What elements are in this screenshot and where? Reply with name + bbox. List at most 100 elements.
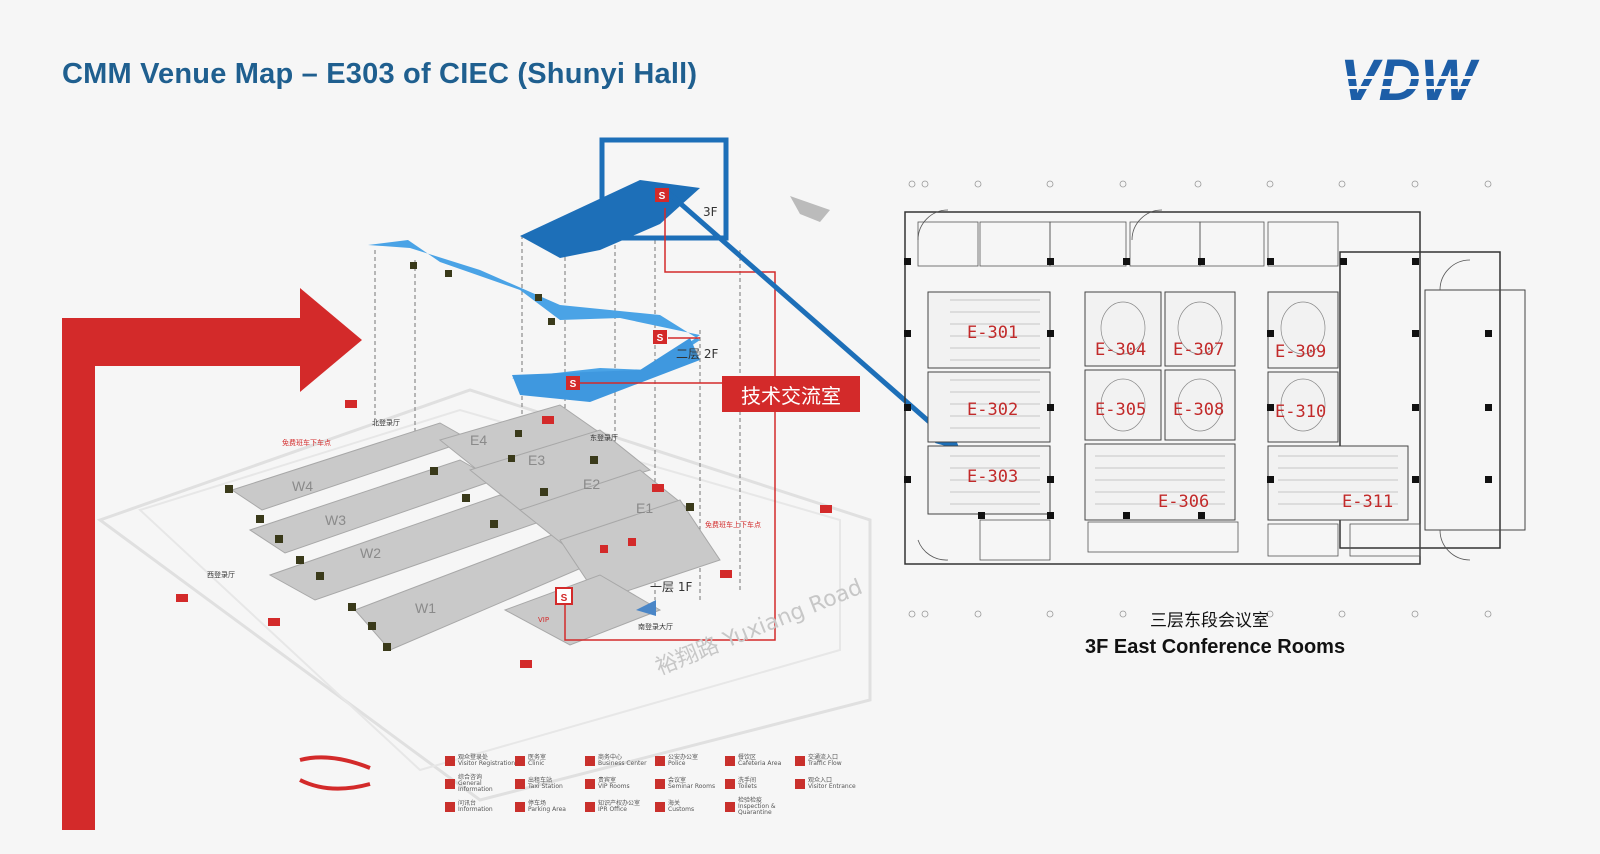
room-e307: E-307 [1173, 340, 1225, 360]
floor-label-2f: 二层 2F [676, 347, 719, 361]
legend-label-en: Cafeteria Area [738, 759, 782, 767]
service-markers [555, 188, 669, 605]
room-e308: E-308 [1173, 400, 1225, 420]
legend-label-cn: 商务中心 [598, 753, 623, 761]
legend-label-cn: 观众登录处 [458, 753, 489, 761]
service-marker-labels: S S S S [561, 191, 666, 604]
legend-label-cn: 知识产权办公室 [598, 799, 641, 807]
registration-icon [445, 755, 455, 766]
police-icon [655, 755, 665, 766]
legend-label-cn: 医务室 [528, 753, 547, 761]
traffic-icon [795, 755, 805, 766]
red-leader-lines [564, 208, 776, 641]
customs-icon [655, 801, 665, 812]
north-entrance-label: 北登录厅 [372, 419, 400, 427]
shuttle-station-label: 免费班车上下车点 [705, 521, 761, 529]
legend-label-en: VIP Rooms [598, 782, 630, 790]
room-e304: E-304 [1095, 340, 1147, 360]
legend-label-en: Toilets [738, 782, 757, 790]
south-entrance-label: 南登录大厅 [638, 623, 673, 631]
legend-label-cn: 洗手间 [738, 776, 757, 784]
logo-text: VDW [1340, 52, 1480, 108]
ipr-icon [585, 801, 595, 812]
page-title: CMM Venue Map – E303 of CIEC (Shunyi Hal… [62, 58, 698, 90]
service-marker-2f-b: S [570, 379, 577, 390]
service-marker-1f: S [561, 593, 568, 604]
north-airplane-icon [790, 196, 830, 222]
legend-label-cn: 贵宾室 [598, 776, 617, 784]
floor-plan-caption-cn: 三层东段会议室 [1150, 611, 1269, 631]
seminar-icon [655, 778, 665, 789]
clinic-icon [515, 755, 525, 766]
room-e302: E-302 [967, 400, 1019, 420]
room-e306: E-306 [1158, 492, 1210, 512]
east-entrance-label: 东登录厅 [590, 434, 618, 442]
ground-floor-halls [230, 404, 721, 651]
red-direction-arrow [62, 288, 362, 830]
seating-rows [950, 299, 1398, 505]
legend-label-cn: 餐饮区 [738, 753, 757, 761]
legend-label-cn: 出租车站 [528, 776, 553, 784]
red-map-icons [176, 400, 832, 668]
vip-icon [585, 778, 595, 789]
legend-label-cn: 综合咨询 [458, 773, 483, 781]
service-marker-2f-a: S [657, 333, 664, 344]
vdw-logo: VDW [1340, 48, 1510, 113]
room-e310: E-310 [1275, 402, 1327, 422]
second-floor [368, 240, 700, 402]
legend-label-cn: 停车场 [528, 799, 547, 807]
structural-columns [904, 258, 1492, 519]
room-e303: E-303 [967, 467, 1019, 487]
hall-e4: E4 [470, 432, 488, 448]
hall-e3: E3 [528, 452, 546, 468]
legend-label-en: Parking Area [528, 805, 566, 813]
business-icon [585, 755, 595, 766]
hall-w1: W1 [415, 600, 436, 616]
vip-marker: VIP [538, 616, 550, 624]
legend-label-cn: 检验检疫 [738, 796, 763, 804]
hall-w2: W2 [360, 545, 381, 561]
floor-label-1f: 一层 1F [650, 580, 693, 594]
legend-label-cn: 交通流入口 [808, 753, 839, 761]
legend-label-en: Taxi Station [528, 782, 563, 790]
legend-label-en: Seminar Rooms [668, 782, 716, 790]
legend-label-cn: 问讯台 [458, 799, 477, 807]
legend-label-en: Visitor Entrance [808, 782, 856, 790]
legend-label-en: Police [668, 759, 686, 767]
traffic-arrows [299, 755, 371, 791]
parking-icon [515, 801, 525, 812]
legend-label-cn: 会议室 [668, 776, 687, 784]
hall-w4: W4 [292, 478, 313, 494]
legend-label-en: Customs [668, 805, 695, 813]
cafeteria-icon [725, 755, 735, 766]
legend-label-cn: 海关 [668, 799, 681, 807]
room-e305: E-305 [1095, 400, 1147, 420]
west-entrance-label: 西登录厅 [207, 571, 235, 579]
legend-label-en: Clinic [528, 759, 545, 767]
floor-plan-caption-en: 3F East Conference Rooms [1085, 636, 1346, 658]
room-e301: E-301 [967, 323, 1019, 343]
third-floor [520, 180, 700, 258]
legend-label-en: IPR Office [598, 805, 627, 813]
service-marker-3f: S [659, 191, 666, 202]
legend-label-en: Visitor Registration [458, 759, 516, 767]
room-e309: E-309 [1275, 342, 1327, 362]
taxi-icon [515, 778, 525, 789]
hall-e2: E2 [583, 476, 601, 492]
floor-label-3f: 3F [703, 205, 718, 219]
hall-e1: E1 [636, 500, 654, 516]
entrance-icon [795, 778, 805, 789]
